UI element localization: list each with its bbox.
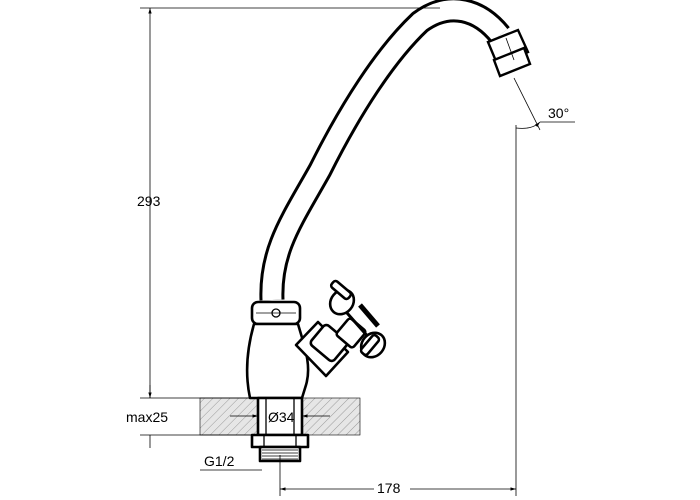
angle-label: 30° (548, 105, 569, 121)
faucet-spout (259, 0, 532, 301)
faucet-body (245, 279, 387, 400)
diameter-label: Ø34 (268, 409, 295, 425)
cross-handle (328, 279, 387, 359)
max-thickness-label: max25 (126, 409, 168, 425)
diameter-dimension: Ø34 (230, 409, 330, 425)
height-label: 293 (137, 193, 161, 209)
countertop-section (199, 397, 361, 436)
height-dimension: 293 (137, 7, 440, 398)
max-thickness-dimension: max25 (126, 385, 258, 448)
mounting-shank (250, 396, 310, 463)
angle-dimension: 30° (513, 77, 575, 131)
reach-dimension: 178 (279, 125, 517, 496)
reach-label: 178 (377, 480, 401, 496)
spout-aerator (486, 28, 532, 78)
thread-dimension: G1/2 (200, 453, 262, 471)
thread-label: G1/2 (204, 453, 235, 469)
